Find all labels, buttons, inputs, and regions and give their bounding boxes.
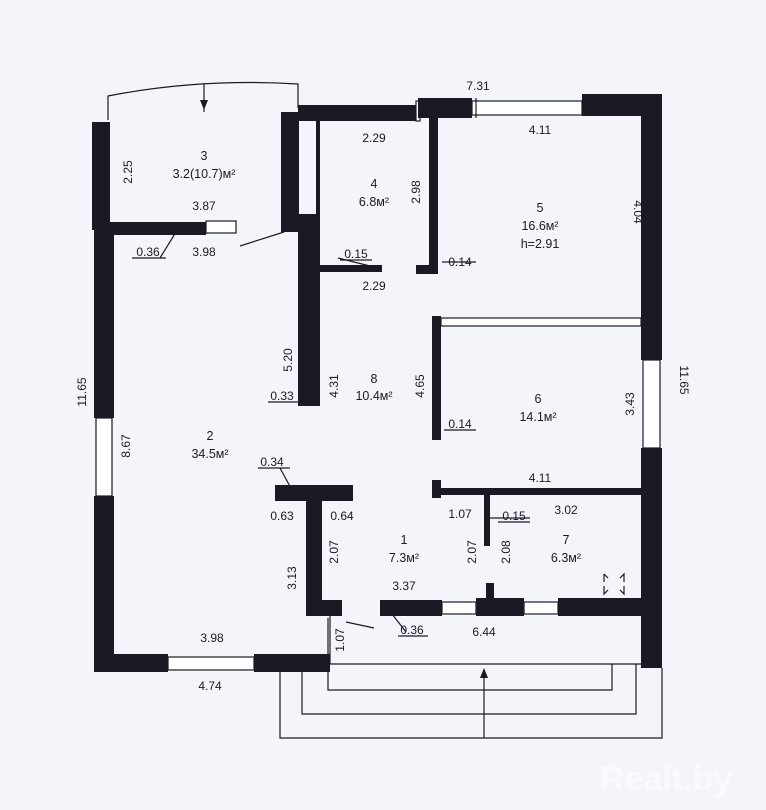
watermark: Realt.by	[600, 760, 732, 798]
room-7-number: 7	[563, 533, 570, 547]
dim-room1-width: 3.37	[392, 579, 416, 593]
dim-room2-313: 3.13	[285, 566, 299, 590]
dim-room3-width: 3.87	[192, 199, 216, 213]
room-7-area: 6.3м²	[551, 551, 581, 565]
dim-room6-left: 4.65	[413, 374, 427, 398]
dim-wall-064: 0.64	[330, 509, 354, 523]
dim-room2-top: 3.98	[192, 245, 216, 259]
dim-room1-107: 1.07	[448, 507, 472, 521]
dim-bottom-total: 4.74	[198, 679, 222, 693]
dim-room3-right: 2.25	[279, 150, 293, 174]
dim-room5-side: 4.04	[631, 200, 645, 224]
dim-corridor-431: 4.31	[327, 374, 341, 398]
walls	[92, 94, 662, 672]
room-labels: 3 3.2(10.7)м² 4 6.8м² 5 16.6м² h=2.91 8 …	[173, 149, 581, 565]
room-1-area: 7.3м²	[389, 551, 419, 565]
room-5-height: h=2.91	[521, 237, 560, 251]
dim-room1-side-207: 2.07	[327, 540, 341, 564]
dim-wall-015-b: 0.15	[502, 509, 526, 523]
dim-front-644: 6.44	[472, 625, 496, 639]
dim-wall-033: 0.33	[270, 389, 294, 403]
room-4-number: 4	[371, 177, 378, 191]
room-2-number: 2	[207, 429, 214, 443]
dim-wall-015: 0.15	[344, 247, 368, 261]
dim-right-total: 11.65	[677, 365, 691, 394]
dim-porch-107: 1.07	[333, 628, 347, 652]
dim-room7-top: 4.11	[529, 471, 552, 485]
dim-room1-207-b: 2.07	[465, 540, 479, 564]
dimension-labels: 7.31 2.25 2.25 3.87 2.29 2.29 2.98 0.15 …	[75, 79, 691, 693]
dim-room1-208: 2.08	[499, 540, 513, 564]
room-1-number: 1	[401, 533, 408, 547]
dim-room4-bottom: 2.29	[362, 279, 386, 293]
dim-room2-side: 8.67	[119, 434, 133, 458]
dim-wall-014-a: 0.14	[448, 255, 472, 269]
dim-room3-left: 2.25	[121, 160, 135, 184]
room-8-number: 8	[371, 372, 378, 386]
dim-room5-top: 4.11	[529, 123, 552, 137]
dim-top-total: 7.31	[466, 79, 490, 93]
room-2-area: 34.5м²	[191, 447, 228, 461]
dim-wall-014-b: 0.14	[448, 417, 472, 431]
room-8-area: 10.4м²	[355, 389, 392, 403]
dim-corridor-520: 5.20	[281, 348, 295, 372]
room-5-number: 5	[537, 201, 544, 215]
dim-left-total: 11.65	[75, 377, 89, 406]
dim-wall-036-b: 0.36	[400, 623, 424, 637]
room-3-area: 3.2(10.7)м²	[173, 167, 236, 181]
dim-wall-063: 0.63	[270, 509, 294, 523]
outline-lines	[107, 81, 663, 739]
dim-room6-right: 3.43	[623, 392, 637, 416]
dim-room4-top: 2.29	[362, 131, 386, 145]
dim-wall-036-a: 0.36	[136, 245, 160, 259]
room-4-area: 6.8м²	[359, 195, 389, 209]
room-6-area: 14.1м²	[519, 410, 556, 424]
dim-wall-034: 0.34	[260, 455, 284, 469]
room-5-area: 16.6м²	[521, 219, 558, 233]
room-3-number: 3	[201, 149, 208, 163]
dim-room2-bottom: 3.98	[200, 631, 224, 645]
dim-room4-side: 2.98	[409, 180, 423, 204]
dim-room7-width: 3.02	[554, 503, 578, 517]
room-6-number: 6	[535, 392, 542, 406]
